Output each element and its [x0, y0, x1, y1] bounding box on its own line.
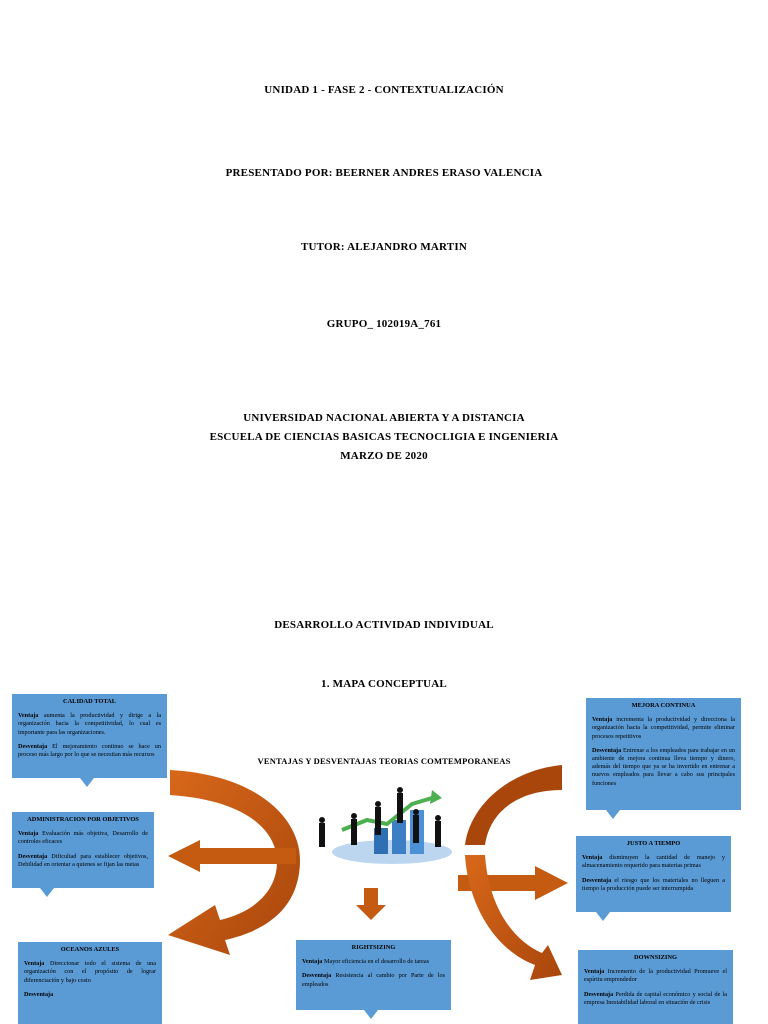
business-team-chart-image — [312, 780, 452, 866]
box-mejora-continua: MEJORA CONTINUA Ventaja incrementa la pr… — [586, 698, 741, 810]
box-pointer — [40, 888, 54, 897]
box-calidad-total: CALIDAD TOTAL Ventaja aumenta la product… — [12, 694, 167, 778]
box-pointer — [596, 912, 610, 921]
desventaja-label: Desventaja — [24, 991, 53, 998]
box-title: DOWNSIZING — [584, 954, 727, 962]
ventaja-text: Direccionar todo el sistema de una organ… — [24, 960, 156, 983]
box-title: JUSTO A TIEMPO — [582, 840, 725, 848]
ventaja-label: Ventaja — [18, 830, 38, 837]
box-downsizing: DOWNSIZING Ventaja Incremento de la prod… — [578, 950, 733, 1024]
box-justo-a-tiempo: JUSTO A TIEMPO Ventaja disminuyen la can… — [576, 836, 731, 912]
desventaja-label: Desventaja — [302, 972, 331, 979]
desventaja-label: Desventaja — [18, 743, 47, 750]
box-title: RIGHTSIZING — [302, 944, 445, 952]
box-oceanos-azules: OCEANOS AZULES Ventaja Direccionar todo … — [18, 942, 162, 1024]
box-title: CALIDAD TOTAL — [18, 698, 161, 706]
box-title: ADMINISTRACION POR OBJETIVOS — [18, 816, 148, 824]
desventaja-label: Desventaja — [582, 877, 611, 884]
desventaja-label: Desventaja — [592, 747, 621, 754]
ventaja-text: incrementa la productividad y direcciona… — [592, 716, 735, 739]
box-title: OCEANOS AZULES — [24, 946, 156, 954]
desventaja-label: Desventaja — [18, 853, 47, 860]
box-title: MEJORA CONTINUA — [592, 702, 735, 710]
box-pointer — [80, 778, 94, 787]
box-pointer — [364, 1010, 378, 1019]
ventaja-text: disminuyen la cantidad de manejo y almac… — [582, 854, 725, 869]
right-curved-arrow-top — [465, 765, 562, 845]
desventaja-label: Desventaja — [584, 991, 613, 998]
box-pointer — [606, 810, 620, 819]
ventaja-label: Ventaja — [584, 968, 604, 975]
ventaja-label: Ventaja — [24, 960, 44, 967]
ventaja-label: Ventaja — [302, 958, 322, 965]
ventaja-text: Evaluación más objetiva, Desarrollo de c… — [18, 830, 148, 845]
ventaja-text: Incremento de la productividad Promueve … — [584, 968, 727, 983]
ventaja-text: Mayor eficiencia en el desarrollo de tar… — [322, 958, 429, 965]
box-administracion-por-objetivos: ADMINISTRACION POR OBJETIVOS Ventaja Eva… — [12, 812, 154, 888]
ventaja-text: aumenta la productividad y dirige a la o… — [18, 712, 161, 735]
ventaja-label: Ventaja — [582, 854, 602, 861]
ventaja-label: Ventaja — [18, 712, 38, 719]
ventaja-label: Ventaja — [592, 716, 612, 723]
box-rightsizing: RIGHTSIZING Ventaja Mayor eficiencia en … — [296, 940, 451, 1010]
down-arrow — [356, 888, 386, 920]
